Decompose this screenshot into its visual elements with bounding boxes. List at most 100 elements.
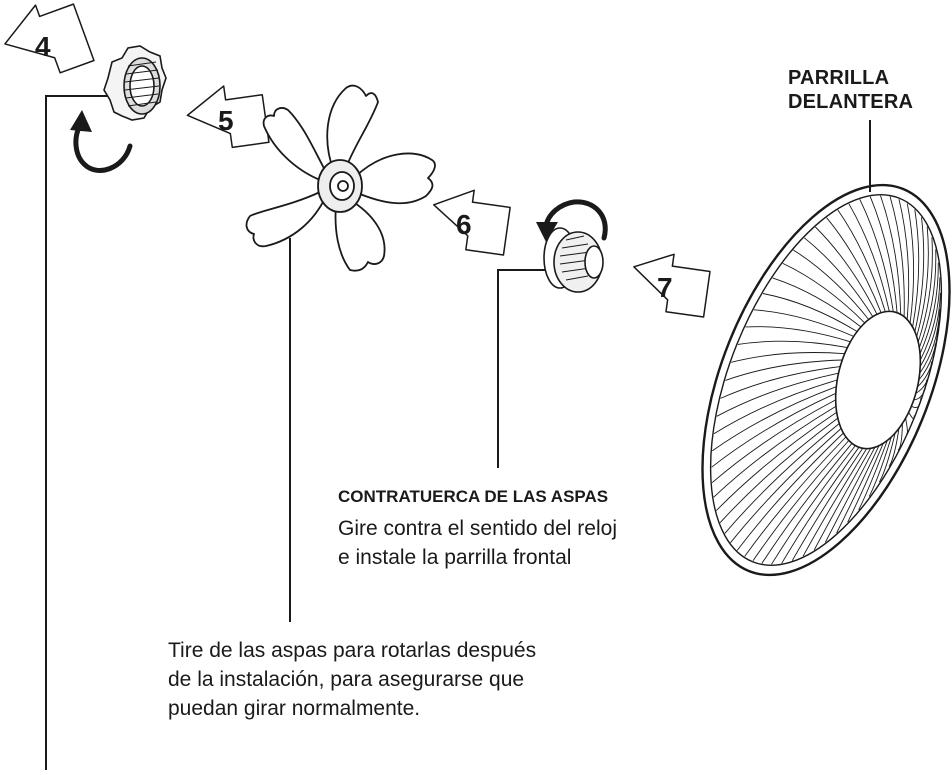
rotate-counterclockwise-icon <box>536 199 608 242</box>
grille-spoke <box>793 249 870 320</box>
grille-spokes <box>711 195 941 565</box>
grille-spoke <box>719 417 839 524</box>
grille-spoke <box>744 436 847 557</box>
grille-spoke <box>824 447 876 543</box>
grille-center-badge <box>834 310 922 450</box>
blade <box>262 107 327 181</box>
front-grille-label-line1: PARRILLA <box>788 67 890 89</box>
grille-spoke <box>906 203 915 324</box>
grille-spoke <box>919 277 941 361</box>
grille-spoke <box>711 392 836 468</box>
blade-nut-callout: CONTRATUERCA DE LAS ASPAS Gire contra el… <box>338 486 617 572</box>
grille-spoke <box>916 226 929 337</box>
grille-spoke <box>730 428 842 543</box>
grille-spoke <box>898 199 910 320</box>
grille-outer-rim <box>701 183 951 577</box>
leader-lines <box>45 95 871 770</box>
blades-instruction-line1: Tire de las aspas para rotarlas después <box>168 639 537 662</box>
grille-spoke <box>868 436 892 497</box>
grille-spoke <box>731 352 845 363</box>
front-grille-label-line2: DELANTERA <box>788 91 914 113</box>
grille-spoke <box>919 292 941 367</box>
leader-line-step4 <box>45 95 108 770</box>
grille-spoke <box>914 217 925 332</box>
grille-spoke <box>905 418 908 434</box>
grille-spoke <box>711 399 836 484</box>
grille-spoke <box>912 209 920 328</box>
step-arrow-7: 7 <box>633 253 711 318</box>
grille-spoke <box>804 237 874 317</box>
grille-spoke <box>826 217 882 313</box>
grille-spoke <box>919 309 941 374</box>
grille-spoke <box>858 440 888 511</box>
grille-spoke <box>897 423 903 451</box>
step-arrow-6: 6 <box>433 189 511 256</box>
grille-spoke <box>715 411 837 511</box>
fan-blades <box>245 84 436 272</box>
blades-instruction-line3: puedan girar normalmente. <box>168 697 421 720</box>
grille-spoke <box>815 226 878 315</box>
grille-inner-rim <box>709 194 943 566</box>
blade <box>355 152 436 205</box>
grille-spoke <box>762 293 858 332</box>
blade <box>334 199 386 272</box>
blade-nut <box>543 227 604 293</box>
blade <box>245 191 327 248</box>
grille-spoke <box>918 326 939 381</box>
step-number-4: 4 <box>35 31 51 62</box>
grille-spoke <box>879 432 896 483</box>
leader-line-blade-nut <box>497 269 545 468</box>
grille-spoke <box>837 209 886 312</box>
grille-spoke <box>716 372 839 417</box>
step-number-5: 5 <box>218 105 234 136</box>
grille-spoke <box>745 326 851 343</box>
grille-spoke <box>753 309 854 337</box>
grille-spoke <box>918 249 937 348</box>
blades-callout: Tire de las aspas para rotarlas después … <box>168 636 536 723</box>
spinner-nut <box>103 45 167 121</box>
step-arrow-5: 5 <box>186 85 270 149</box>
grille-spoke <box>836 445 880 534</box>
grille-spoke <box>720 366 841 399</box>
grille-spoke <box>752 440 850 562</box>
grille-spoke <box>711 386 837 452</box>
grille-spoke <box>859 199 894 312</box>
grille-spoke <box>847 443 884 523</box>
blade-nut-instruction-line1: Gire contra el sentido del reloj <box>338 517 617 540</box>
grille-spoke <box>761 443 853 564</box>
step-arrow-4: 4 <box>4 3 95 74</box>
grille-spoke <box>848 203 890 312</box>
grille-spoke <box>869 196 898 313</box>
grille-spoke <box>772 277 862 328</box>
grille-spoke <box>736 432 844 551</box>
blade <box>326 84 379 173</box>
blades-instruction-line2: de la instalación, para asegurarse que <box>168 668 525 691</box>
grille-spoke <box>713 405 837 498</box>
arrow-left-icon <box>633 253 711 318</box>
arrow-left-icon <box>4 3 95 74</box>
grille-spoke <box>782 262 866 324</box>
grille-spoke <box>802 448 868 557</box>
grille-spoke <box>737 340 848 349</box>
grille-spoke <box>791 448 864 561</box>
blade-nut-instruction-line2: e instale la parrilla frontal <box>338 546 572 569</box>
step-number-7: 7 <box>657 272 673 303</box>
grille-spoke <box>724 423 840 534</box>
grille-spoke <box>908 412 915 420</box>
front-grille <box>701 183 951 577</box>
grille-spoke <box>919 262 939 354</box>
grille-spoke <box>888 428 900 467</box>
grille-spoke <box>713 379 838 435</box>
blade-nut-title: CONTRATUERCA DE LAS ASPAS <box>338 487 609 506</box>
front-grille-label: PARRILLA DELANTERA <box>788 66 913 114</box>
grille-spoke <box>880 195 902 315</box>
step-number-6: 6 <box>456 209 472 240</box>
rotate-clockwise-icon <box>70 110 133 173</box>
grille-spoke <box>725 359 843 381</box>
grille-spoke <box>771 445 856 565</box>
arrow-left-icon <box>433 189 511 256</box>
grille-spoke <box>917 237 933 343</box>
grille-spoke <box>889 196 905 317</box>
